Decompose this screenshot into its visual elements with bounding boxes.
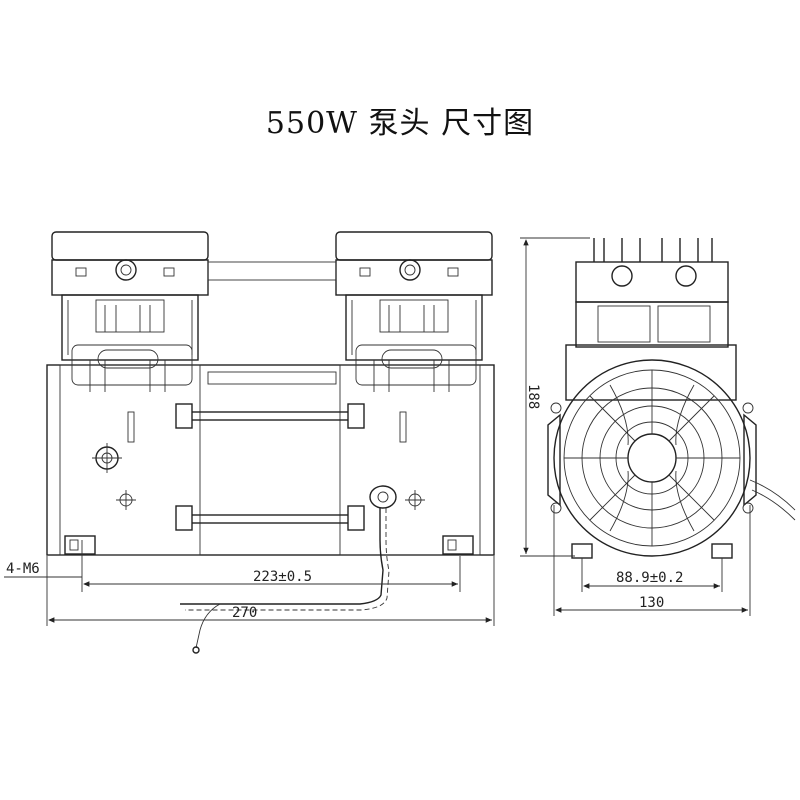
lower-tie-rod — [189, 514, 351, 524]
overall-width-label: 130 — [639, 595, 664, 611]
terminal-pins — [593, 238, 713, 262]
body-plate — [46, 364, 495, 556]
valve-port-icon — [115, 259, 137, 281]
overall-length-label: 270 — [232, 605, 257, 621]
right-cylinder-head — [335, 231, 493, 392]
mount-foot — [64, 535, 96, 555]
cable-gland-icon — [369, 485, 397, 509]
upper-tie-rod — [189, 411, 351, 421]
mount-hole-label: 4-M6 — [6, 561, 40, 577]
left-block — [59, 364, 201, 556]
right-block — [339, 364, 481, 556]
left-cylinder-head — [51, 231, 209, 392]
fan-guard-icon — [547, 359, 757, 557]
side-cable — [749, 479, 796, 521]
hole-spacing-width-label: 88.9±0.2 — [616, 570, 683, 586]
valve-port-icon — [399, 259, 421, 281]
mount-foot — [442, 535, 474, 555]
drawing-title: 550W 泵头 尺寸图 — [265, 106, 535, 141]
side-view: 188 88.9±0.2 130 — [520, 237, 796, 616]
hole-spacing-length-label: 223±0.5 — [253, 569, 312, 585]
overall-height-label: 188 — [525, 384, 541, 409]
mount-hole-leader — [4, 540, 83, 580]
top-connecting-tube — [207, 261, 337, 281]
mount-foot — [711, 543, 733, 559]
front-view: 4-M6 223±0.5 270 — [4, 231, 495, 654]
